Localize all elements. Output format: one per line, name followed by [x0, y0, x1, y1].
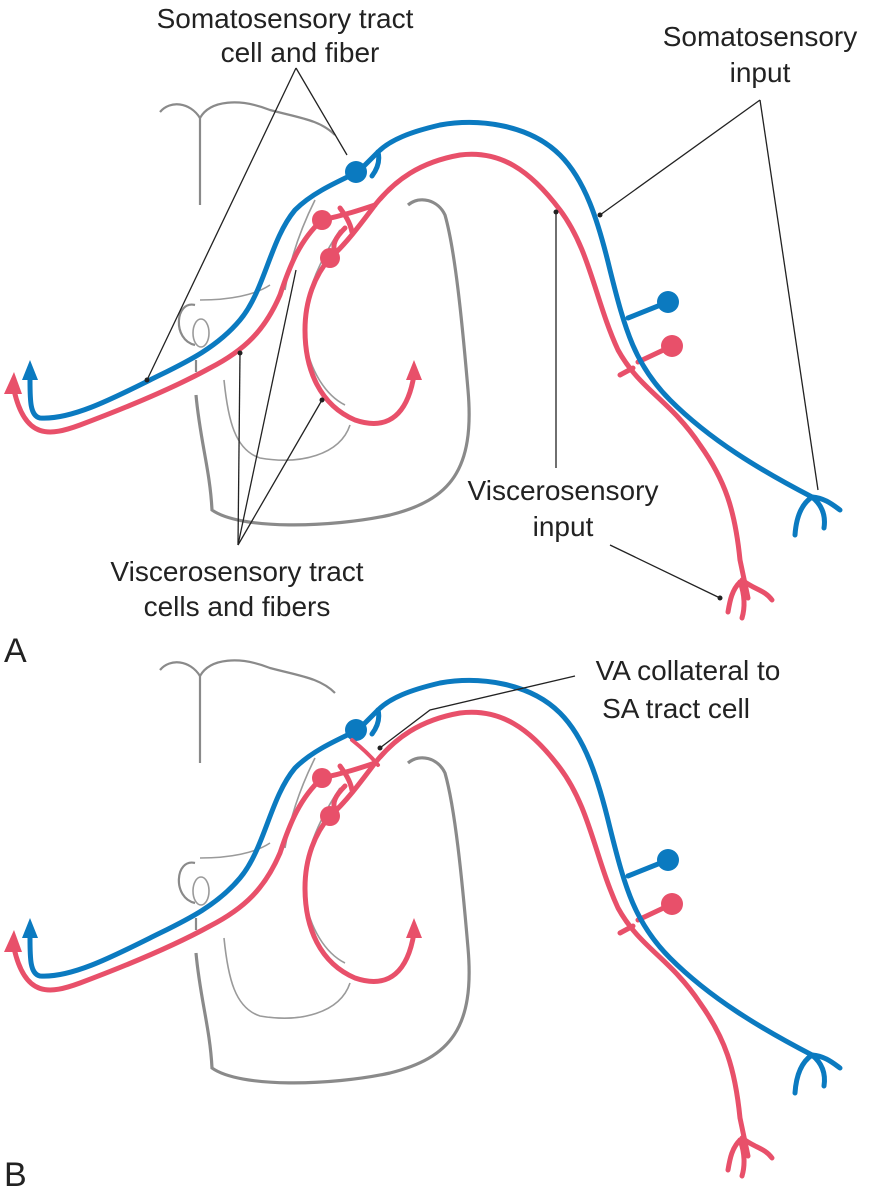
panel-b-letter: B: [4, 1156, 27, 1194]
label-viscerosensory-input-line2: input: [533, 511, 594, 542]
va-collateral: [350, 738, 380, 767]
label-somatosensory-tract-line1: Somatosensory tract: [157, 3, 414, 34]
label-somatosensory-tract-line2: cell and fiber: [221, 37, 380, 68]
label-va-collateral-line2: SA tract cell: [602, 693, 750, 724]
panel-a: Somatosensory tract cell and fiber Somat…: [4, 3, 857, 670]
panel-a-leader-lines: [144, 67, 819, 601]
label-viscerosensory-input-line1: Viscerosensory: [468, 475, 659, 506]
panel-a-letter: A: [4, 632, 27, 670]
label-viscerosensory-tract-line2: cells and fibers: [144, 591, 331, 622]
label-viscerosensory-tract-line1: Viscerosensory tract: [110, 556, 363, 587]
label-somatosensory-input-line2: input: [730, 57, 791, 88]
panel-b-leader-lines: [377, 675, 576, 751]
panel-b: VA collateral to SA tract cell B: [4, 655, 840, 1194]
label-va-collateral-line1: VA collateral to: [596, 655, 781, 686]
label-somatosensory-input-line1: Somatosensory: [663, 21, 858, 52]
